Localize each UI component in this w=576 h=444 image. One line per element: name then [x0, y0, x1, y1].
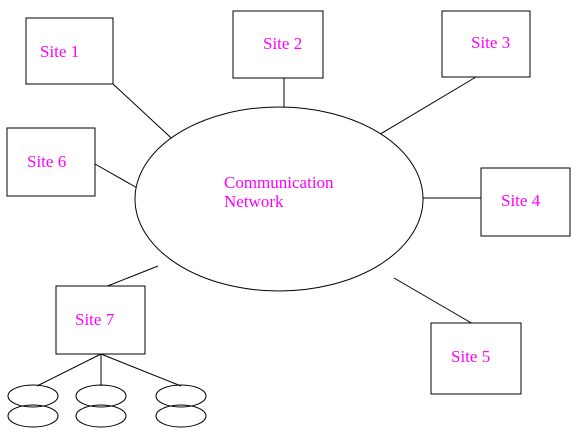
- link-disk-3: [100, 353, 182, 387]
- disk-stack-3: [155, 384, 207, 428]
- site-4: Site 4: [480, 167, 571, 237]
- site-7-label: Site 7: [75, 310, 115, 329]
- link-site-5: [393, 277, 481, 329]
- disk-2-top-platter: [75, 384, 127, 408]
- site-5: Site 5: [430, 322, 522, 395]
- link-site-1: [112, 83, 183, 149]
- disk-1-top-platter: [7, 384, 59, 408]
- disk-3-top-platter: [155, 384, 207, 408]
- site-1: Site 1: [25, 17, 114, 85]
- link-site-3: [371, 76, 477, 140]
- site-5-label: Site 5: [451, 347, 490, 366]
- site-7-box: [55, 285, 146, 355]
- link-site-6: [94, 163, 140, 190]
- site-5-box: [430, 322, 522, 395]
- site-6-box: [6, 127, 96, 197]
- site-2-label: Site 2: [263, 34, 302, 53]
- site-1-label: Site 1: [40, 42, 79, 61]
- disk-3-bottom-platter: [155, 404, 207, 428]
- network-label-line-2: Network: [224, 192, 284, 211]
- link-disk-1: [36, 353, 102, 387]
- site-1-box: [25, 17, 114, 85]
- site-3-label: Site 3: [471, 33, 510, 52]
- communication-network: Communication Network: [134, 106, 424, 292]
- site-6-label: Site 6: [27, 152, 66, 171]
- site-2: Site 2: [232, 10, 324, 79]
- site-4-label: Site 4: [501, 191, 541, 210]
- disk-2-bottom-platter: [75, 404, 127, 428]
- disk-stack-1: [7, 384, 59, 428]
- site-4-box: [480, 167, 571, 237]
- site-3-box: [441, 10, 531, 78]
- disk-1-bottom-platter: [7, 404, 59, 428]
- network-label-line-1: Communication: [224, 173, 334, 192]
- network-ellipse: [134, 106, 424, 292]
- site-7: Site 7: [55, 285, 146, 355]
- disk-stack-2: [75, 384, 127, 428]
- connections: [36, 76, 481, 387]
- site-2-box: [232, 10, 324, 79]
- site-6: Site 6: [6, 127, 96, 197]
- site-3: Site 3: [441, 10, 531, 78]
- link-site-7: [104, 265, 159, 288]
